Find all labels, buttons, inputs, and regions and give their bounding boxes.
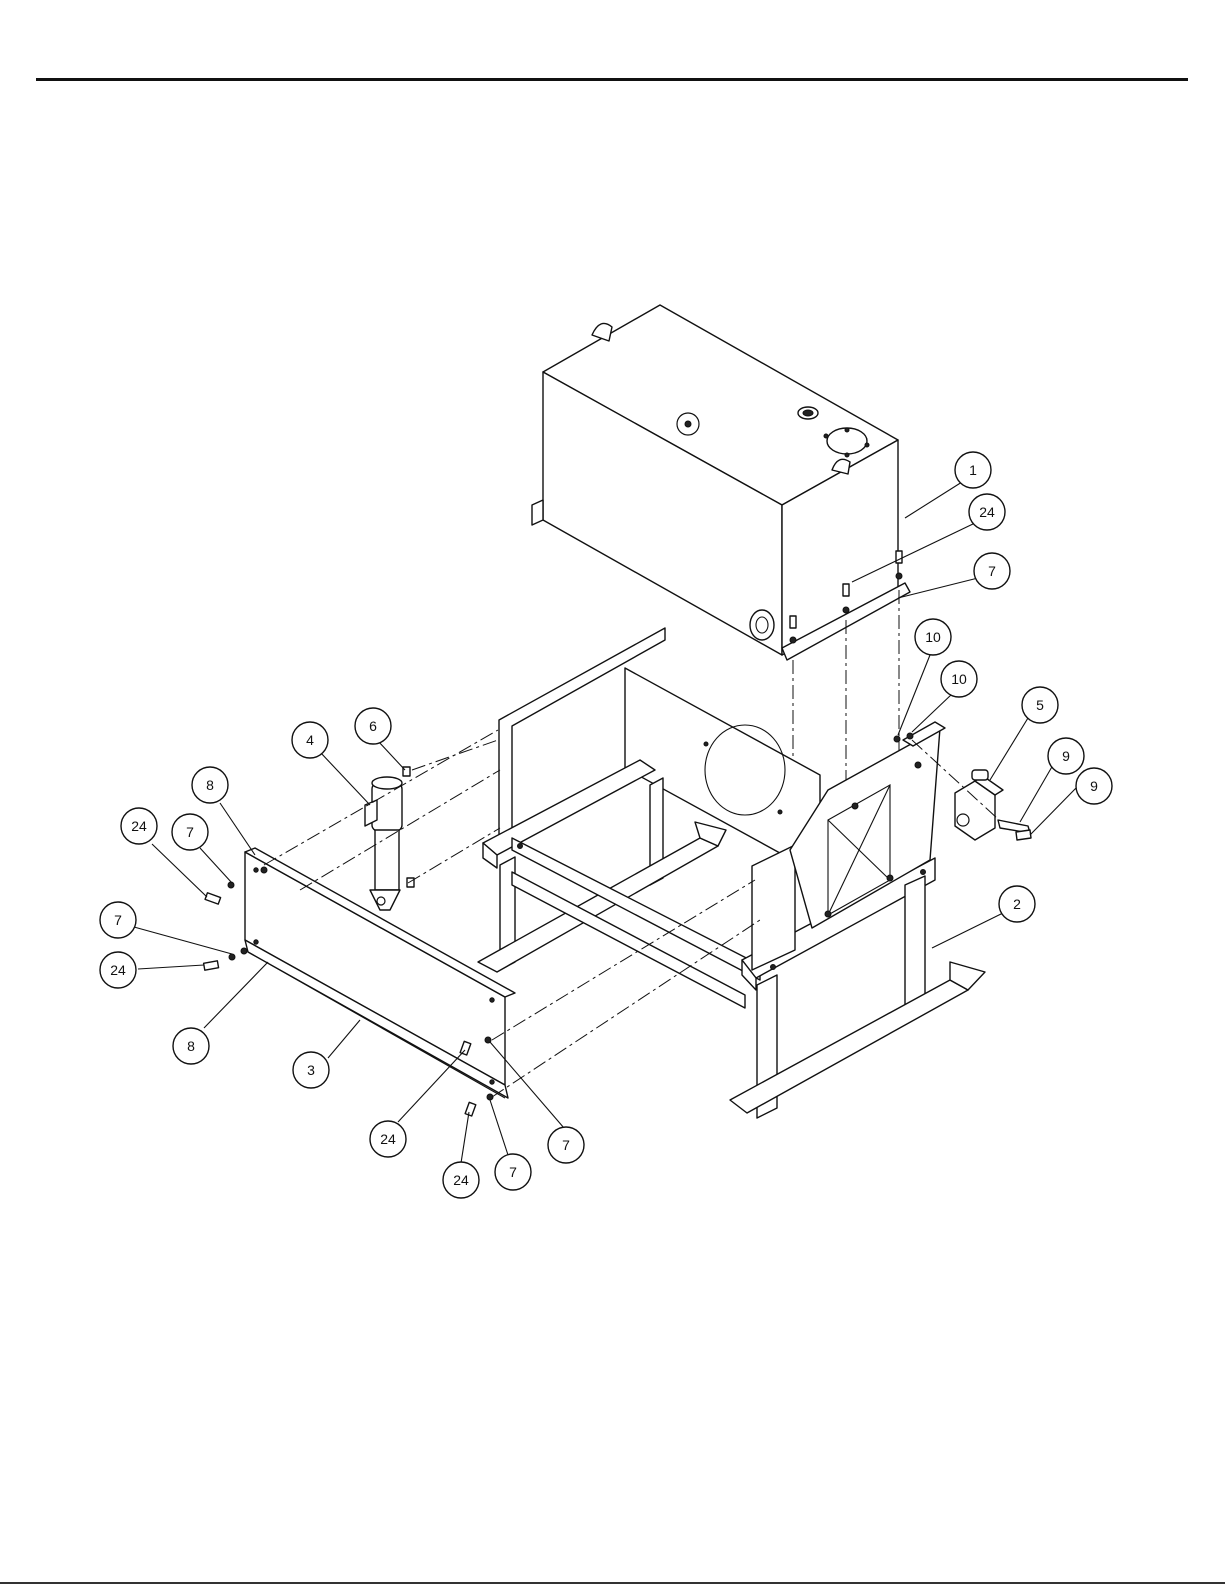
callout-7-right-lower: 7 bbox=[548, 1127, 584, 1163]
svg-text:8: 8 bbox=[187, 1038, 195, 1054]
svg-text:10: 10 bbox=[925, 629, 941, 645]
svg-text:7: 7 bbox=[988, 563, 996, 579]
svg-text:24: 24 bbox=[110, 962, 126, 978]
callout-9-upper: 9 bbox=[1048, 738, 1084, 774]
callout-7-bottom: 7 bbox=[495, 1154, 531, 1190]
svg-text:3: 3 bbox=[307, 1062, 315, 1078]
callout-24-left-lower: 24 bbox=[100, 952, 136, 988]
svg-text:24: 24 bbox=[979, 504, 995, 520]
svg-text:9: 9 bbox=[1090, 778, 1098, 794]
callout-7-tank: 7 bbox=[974, 553, 1010, 589]
svg-text:24: 24 bbox=[131, 818, 147, 834]
front-panel bbox=[204, 848, 515, 1116]
svg-text:24: 24 bbox=[453, 1172, 469, 1188]
svg-text:8: 8 bbox=[206, 777, 214, 793]
callout-24-bottom-mid: 24 bbox=[370, 1121, 406, 1157]
svg-text:5: 5 bbox=[1036, 697, 1044, 713]
callout-6: 6 bbox=[355, 708, 391, 744]
svg-text:9: 9 bbox=[1062, 748, 1070, 764]
callout-1: 1 bbox=[955, 452, 991, 488]
callout-24-left-upper: 24 bbox=[121, 808, 157, 844]
svg-text:7: 7 bbox=[114, 912, 122, 928]
callout-7-left-upper: 7 bbox=[172, 814, 208, 850]
callout-24-bottom: 24 bbox=[443, 1162, 479, 1198]
callout-8-lower: 8 bbox=[173, 1028, 209, 1064]
footer-rule bbox=[0, 1582, 1225, 1584]
callout-4: 4 bbox=[292, 722, 328, 758]
callout-5: 5 bbox=[1022, 687, 1058, 723]
leader-lines bbox=[134, 482, 1078, 1163]
base-frame bbox=[478, 628, 985, 1118]
hydraulic-tank bbox=[532, 305, 910, 660]
callout-10-upper: 10 bbox=[915, 619, 951, 655]
svg-text:24: 24 bbox=[380, 1131, 396, 1147]
callout-9-lower: 9 bbox=[1076, 768, 1112, 804]
callout-2: 2 bbox=[999, 886, 1035, 922]
svg-text:2: 2 bbox=[1013, 896, 1021, 912]
svg-text:4: 4 bbox=[306, 732, 314, 748]
svg-text:1: 1 bbox=[969, 462, 977, 478]
callout-24-tank: 24 bbox=[969, 494, 1005, 530]
callout-3: 3 bbox=[293, 1052, 329, 1088]
svg-text:6: 6 bbox=[369, 718, 377, 734]
callout-10-lower: 10 bbox=[941, 661, 977, 697]
svg-text:7: 7 bbox=[509, 1164, 517, 1180]
callout-7-left-lower: 7 bbox=[100, 902, 136, 938]
svg-text:7: 7 bbox=[186, 824, 194, 840]
hydraulic-cylinder bbox=[365, 767, 414, 910]
callout-8-upper: 8 bbox=[192, 767, 228, 803]
svg-text:10: 10 bbox=[951, 671, 967, 687]
svg-text:7: 7 bbox=[562, 1137, 570, 1153]
